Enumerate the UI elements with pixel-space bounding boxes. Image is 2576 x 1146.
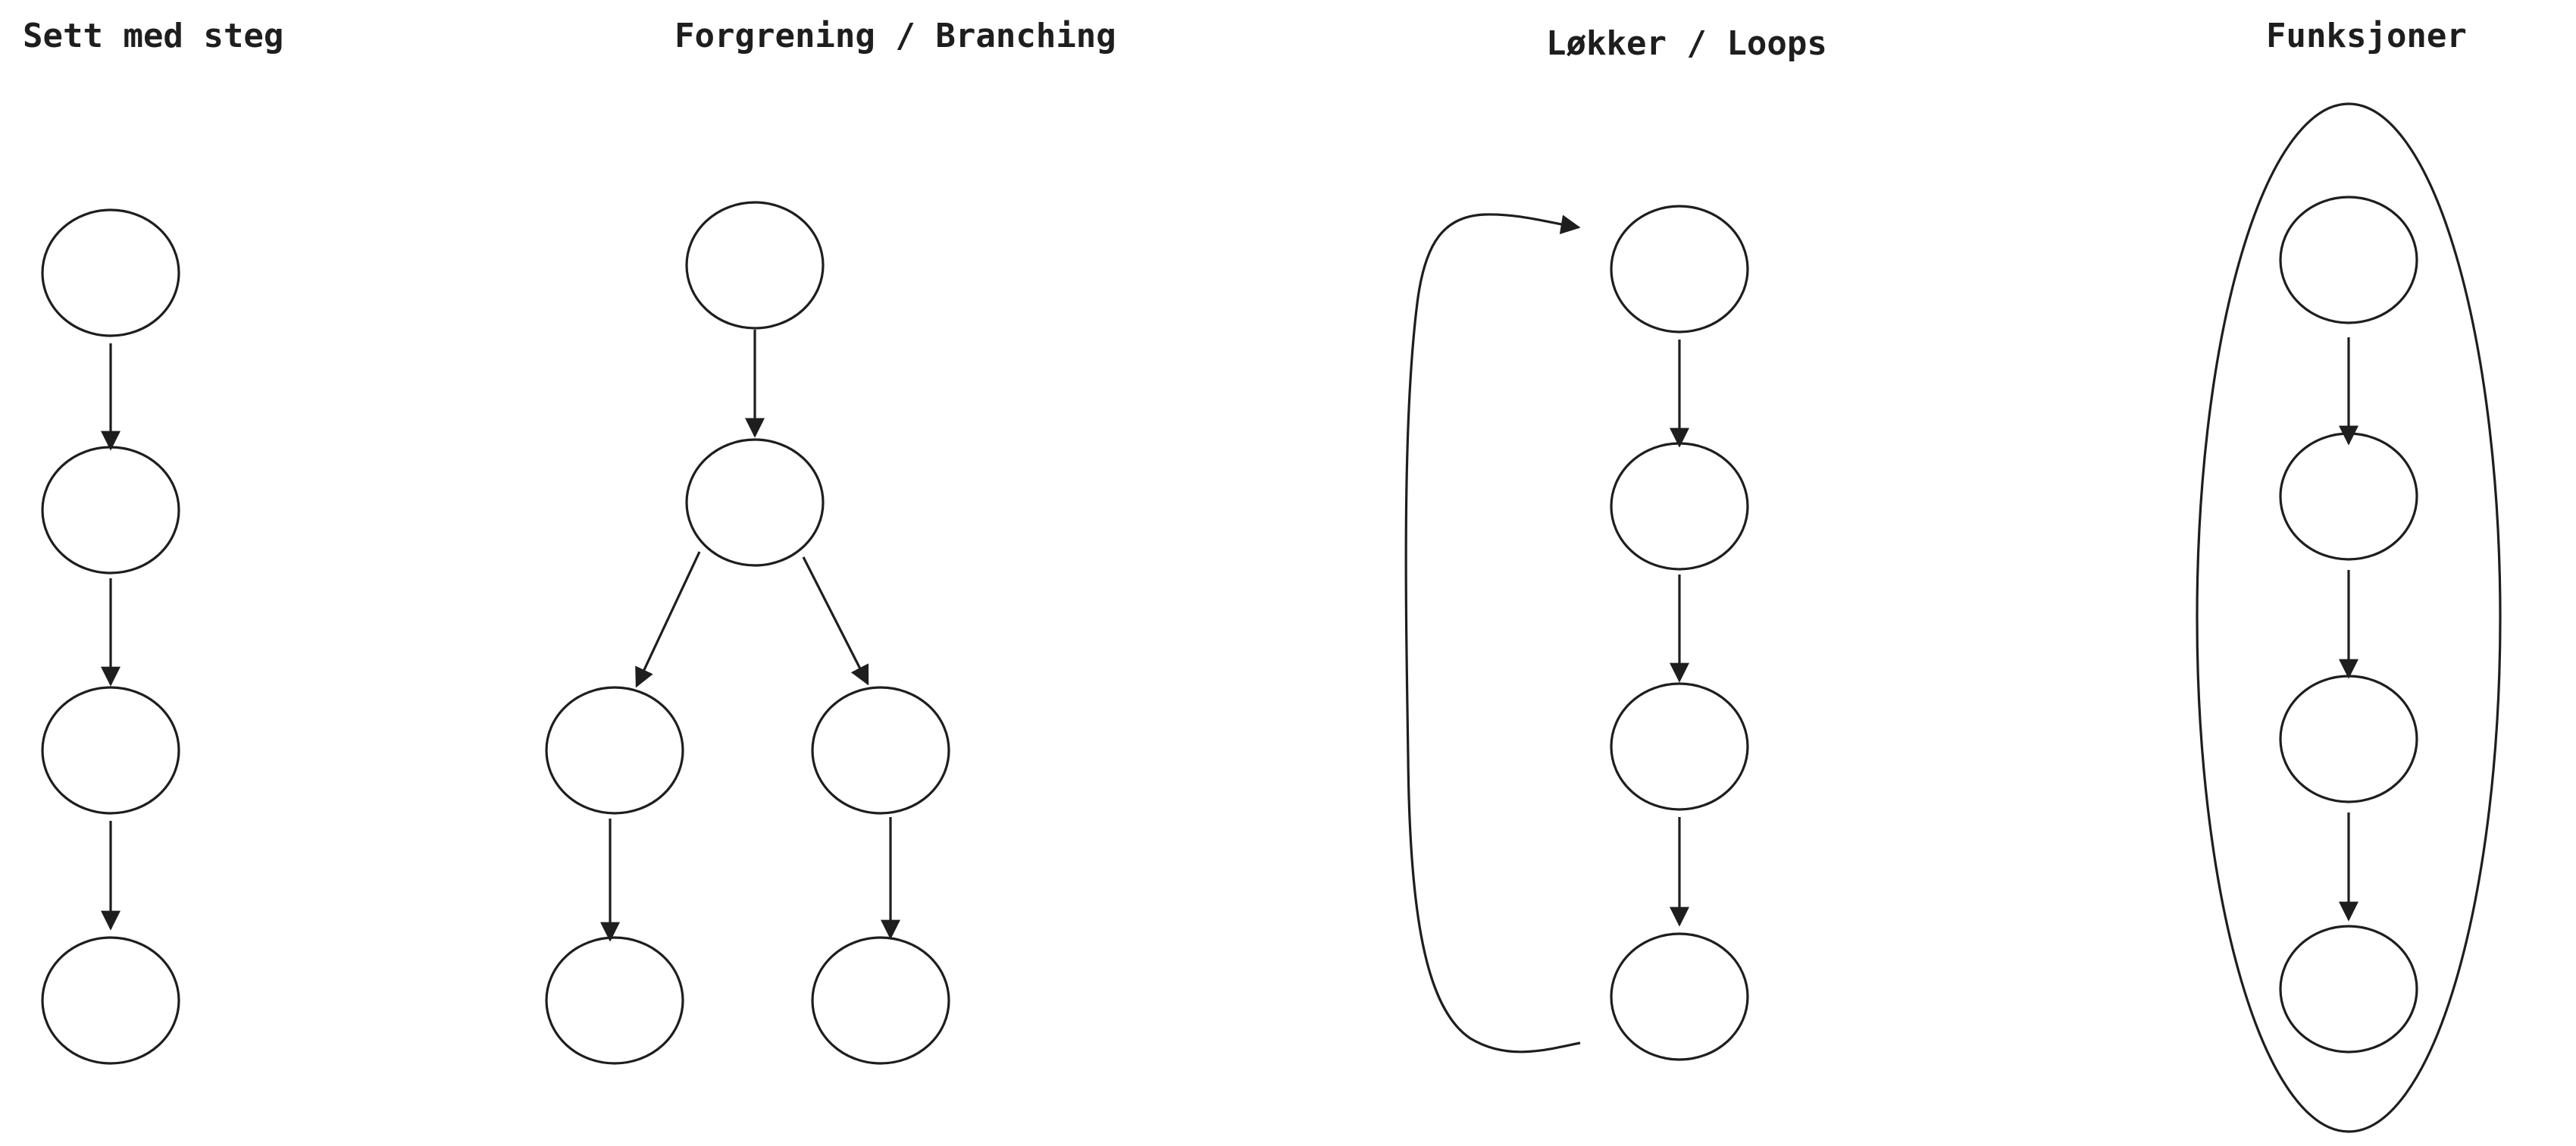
- sequence-node-4: [41, 936, 180, 1065]
- functions-node-2: [2279, 432, 2418, 561]
- panel-loops: Løkker / Loops: [1404, 24, 1827, 1061]
- loops-edges: [1404, 213, 1689, 1054]
- branching-node-left-child: [545, 936, 684, 1065]
- functions-nodes: [2279, 196, 2418, 1054]
- loops-node-2: [1610, 442, 1749, 571]
- loops-nodes: [1610, 205, 1749, 1061]
- loops-node-3: [1610, 682, 1749, 811]
- panel-title-loops: Løkker / Loops: [1546, 24, 1827, 63]
- functions-node-3: [2279, 675, 2418, 803]
- branching-node-root: [685, 201, 825, 330]
- panel-title-branching: Forgrening / Branching: [675, 17, 1116, 55]
- loops-node-4: [1610, 932, 1749, 1061]
- sequence-node-1: [41, 208, 180, 337]
- panel-title-sequence: Sett med steg: [23, 17, 283, 55]
- sequence-node-2: [41, 446, 180, 575]
- loops-node-1: [1610, 205, 1749, 333]
- sequence-nodes: [41, 208, 180, 1065]
- loops-loop-back-arrow: [1404, 213, 1581, 1054]
- panel-sequence: Sett med steg: [23, 17, 283, 1065]
- functions-enclosure: [2196, 102, 2502, 1133]
- branching-arrow-split-left: [635, 551, 701, 688]
- panel-title-functions: Funksjoner: [2266, 17, 2467, 55]
- panel-functions: Funksjoner: [2196, 17, 2502, 1133]
- branching-nodes: [545, 201, 950, 1065]
- branching-node-left: [545, 686, 684, 815]
- branching-edges: [600, 330, 900, 942]
- branching-node-right: [811, 686, 950, 815]
- branching-node-split: [685, 438, 825, 567]
- functions-node-4: [2279, 925, 2418, 1054]
- branching-arrow-split-right: [802, 556, 869, 686]
- branching-node-right-child: [811, 936, 950, 1065]
- sequence-node-3: [41, 686, 180, 815]
- panel-branching: Forgrening / Branching: [545, 17, 1116, 1065]
- functions-node-1: [2279, 196, 2418, 324]
